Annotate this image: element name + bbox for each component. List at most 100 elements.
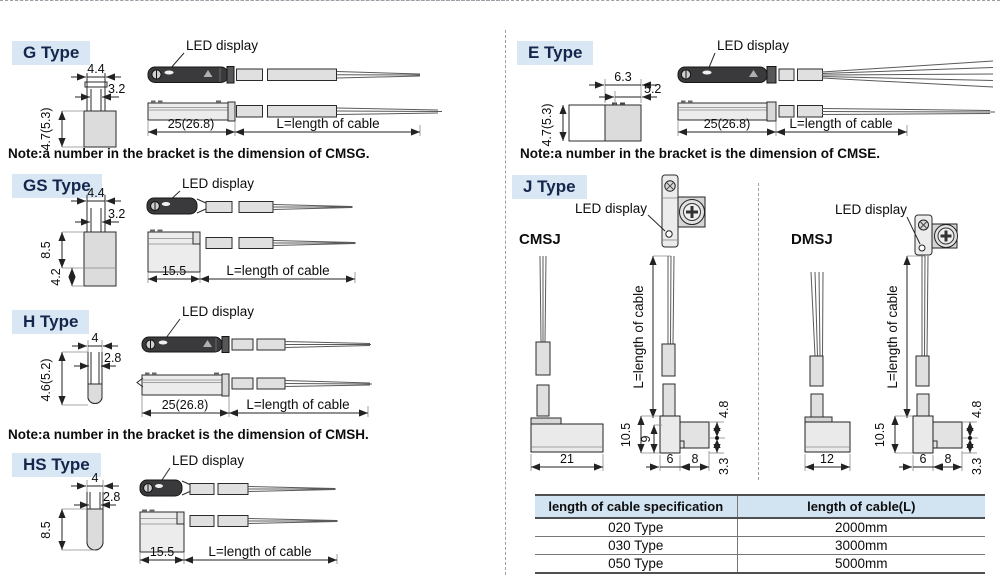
svg-text:3.3: 3.3 <box>717 458 731 475</box>
svg-text:3.3: 3.3 <box>970 458 984 475</box>
top-view <box>677 60 994 88</box>
dimension-row: 25(26.8) L=length of cable <box>677 116 908 136</box>
cable-length-table: length of cable specification length of … <box>535 494 985 574</box>
cable-wires <box>336 71 421 79</box>
dimension-row: 15.5 L=length of cable <box>139 544 338 564</box>
cmsj-side-view: 21 <box>530 255 604 471</box>
triangle-mark-icon <box>203 70 213 77</box>
screw-icon <box>145 339 156 350</box>
bottom-view <box>139 509 338 553</box>
top-view <box>146 197 353 215</box>
svg-text:L=length of cable: L=length of cable <box>276 116 379 131</box>
svg-text:LED display: LED display <box>182 176 254 191</box>
section-title-badge: G Type <box>12 41 91 66</box>
cell-type: 050 Type <box>535 554 738 574</box>
col-header-length: length of cable(L) <box>737 494 985 519</box>
bottom-view <box>147 229 356 273</box>
section-note: Note:a number in the bracket is the dime… <box>8 427 369 442</box>
svg-text:15.5: 15.5 <box>150 545 174 559</box>
section-note: Note:a number in the bracket is the dime… <box>520 146 881 161</box>
svg-text:L=length of cable: L=length of cable <box>631 285 646 388</box>
led-icon <box>665 230 673 238</box>
svg-text:25(26.8): 25(26.8) <box>162 398 209 412</box>
led-label: LED display <box>575 201 666 232</box>
cell-type: 020 Type <box>535 518 738 537</box>
svg-text:4.7(5.3): 4.7(5.3) <box>540 103 554 146</box>
svg-text:4.8: 4.8 <box>970 401 984 418</box>
svg-text:25(26.8): 25(26.8) <box>168 117 215 131</box>
screw-icon <box>664 180 676 192</box>
dm-sj-label: DMSJ <box>791 231 833 248</box>
top-view <box>141 336 371 353</box>
dimension-row: 25(26.8) L=length of cable <box>141 396 369 417</box>
cmsj-bracket <box>661 174 706 248</box>
led-icon <box>164 70 174 75</box>
led-icon <box>702 70 712 75</box>
svg-text:6: 6 <box>920 452 927 466</box>
divider-v-main <box>505 30 506 575</box>
svg-text:21: 21 <box>560 452 574 466</box>
svg-text:4.6(5.2): 4.6(5.2) <box>39 358 53 401</box>
svg-text:L=length of cable: L=length of cable <box>885 285 900 388</box>
svg-text:2.8: 2.8 <box>104 351 121 365</box>
hs-type-drawing: LED display 4 2.8 8.5 <box>39 453 338 564</box>
svg-text:25(26.8): 25(26.8) <box>704 117 751 131</box>
screw-icon <box>918 219 929 231</box>
col-header-spec: length of cable specification <box>535 494 738 519</box>
svg-text:4.7(5.3): 4.7(5.3) <box>39 107 53 150</box>
section-title-badge: J Type <box>512 175 587 200</box>
gs-type-drawing: LED display 4.4 3.2 8.5 4.2 <box>39 176 356 287</box>
led-icon <box>155 484 163 488</box>
svg-text:12: 12 <box>820 452 834 466</box>
led-icon <box>918 244 926 252</box>
svg-text:6: 6 <box>667 452 674 466</box>
triangle-mark-icon <box>749 70 758 77</box>
svg-text:LED display: LED display <box>186 38 258 53</box>
svg-text:LED display: LED display <box>835 202 907 217</box>
divider-h3 <box>0 0 505 1</box>
table-row: 020 Type 2000mm <box>535 518 985 537</box>
led-icon <box>161 202 171 206</box>
section-title-badge: GS Type <box>12 174 102 199</box>
svg-text:L=length of cable: L=length of cable <box>246 397 349 412</box>
svg-text:5.2: 5.2 <box>644 82 661 96</box>
svg-text:4: 4 <box>92 471 99 485</box>
cmsj-front-view: L=length of cable 10.5 9 6 <box>619 255 731 475</box>
svg-text:3.2: 3.2 <box>108 207 125 221</box>
table-row: 050 Type 5000mm <box>535 554 985 574</box>
bottom-view <box>147 100 443 122</box>
svg-text:9: 9 <box>639 435 653 442</box>
section-title-badge: H Type <box>12 310 90 335</box>
svg-text:8.5: 8.5 <box>39 521 53 538</box>
screw-icon <box>143 483 153 493</box>
section-title-badge: E Type <box>517 41 594 66</box>
svg-text:8: 8 <box>945 452 952 466</box>
screw-icon <box>151 69 162 80</box>
cell-length: 2000mm <box>737 518 985 537</box>
svg-text:4.2: 4.2 <box>49 268 63 285</box>
side-view: 4.4 3.2 4.7(5.3) <box>39 62 125 151</box>
side-view: 6.3 5.2 4.7(5.3) <box>540 70 661 147</box>
svg-text:15.5: 15.5 <box>162 264 186 278</box>
dmsj-front-view: L=length of cable 10.5 6 8 <box>873 255 984 475</box>
bottom-view <box>136 372 373 397</box>
led-label: LED display <box>707 38 789 71</box>
svg-text:LED display: LED display <box>182 304 254 319</box>
svg-text:8: 8 <box>692 452 699 466</box>
section-title-badge: HS Type <box>12 453 101 478</box>
svg-text:3.2: 3.2 <box>108 82 125 96</box>
svg-text:4.8: 4.8 <box>717 401 731 418</box>
dimension-row: 25(26.8) L=length of cable <box>147 116 421 136</box>
svg-text:8.5: 8.5 <box>39 241 53 258</box>
svg-text:10.5: 10.5 <box>619 423 633 447</box>
top-view <box>139 479 336 497</box>
triangle-mark-icon <box>203 340 212 347</box>
screw-icon <box>680 69 692 80</box>
phillips-screw-icon <box>679 199 705 225</box>
dmsj-bracket <box>914 214 958 256</box>
cell-type: 030 Type <box>535 536 738 555</box>
j-type-drawing: LED display CMSJ 21 L=length of cab <box>519 174 984 475</box>
cell-length: 3000mm <box>737 536 985 555</box>
side-view: 4 2.8 4.6(5.2) <box>39 331 121 406</box>
